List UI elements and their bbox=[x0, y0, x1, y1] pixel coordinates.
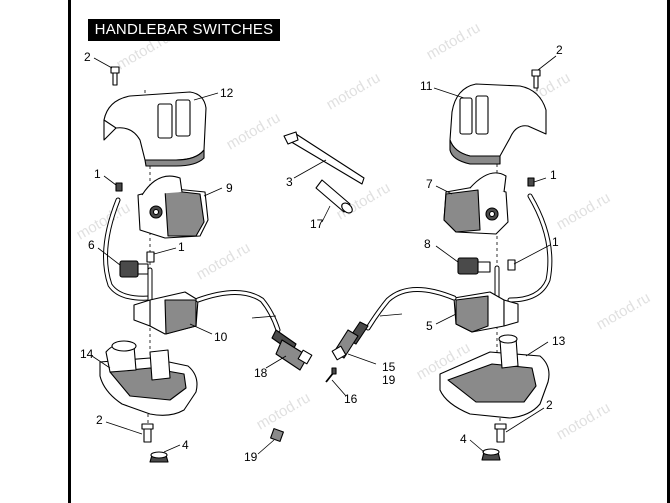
left-switch-assembly bbox=[99, 66, 313, 463]
callout-2-top-left: 2 bbox=[84, 50, 91, 64]
callout-1-left-upper: 1 bbox=[94, 167, 101, 181]
sleeve-17 bbox=[315, 179, 353, 214]
callout-19-right: 19 bbox=[382, 373, 396, 387]
connector-6 bbox=[119, 260, 149, 278]
leader-lines bbox=[91, 55, 557, 455]
svg-text:motod.ru: motod.ru bbox=[424, 19, 484, 63]
screw-top-right bbox=[531, 69, 541, 89]
diagram-title: HANDLEBAR SWITCHES bbox=[88, 19, 280, 41]
screw-1-right-upper bbox=[527, 177, 535, 187]
callout-10: 10 bbox=[214, 330, 228, 344]
callout-3: 3 bbox=[286, 175, 293, 189]
connector-18 bbox=[271, 329, 313, 371]
callout-18: 18 bbox=[254, 366, 268, 380]
screw-bottom-right bbox=[494, 423, 507, 443]
callout-1-right-mid: 1 bbox=[552, 235, 559, 249]
switch-module-5 bbox=[453, 291, 519, 333]
callout-19-bottom: 19 bbox=[244, 450, 258, 464]
lower-switch-housing-14 bbox=[99, 340, 198, 416]
callout-1-right-upper: 1 bbox=[550, 168, 557, 182]
svg-text:motod.ru: motod.ru bbox=[554, 399, 614, 443]
lower-switch-housing-13 bbox=[439, 334, 550, 419]
callout-8: 8 bbox=[424, 237, 431, 251]
connector-8 bbox=[457, 257, 491, 275]
callout-6: 6 bbox=[88, 238, 95, 252]
screw-top-left bbox=[110, 66, 120, 86]
callout-labels: 2 12 1 9 1 6 10 14 2 4 3 17 18 16 19 15 … bbox=[80, 43, 566, 464]
callout-14: 14 bbox=[80, 347, 94, 361]
svg-text:motod.ru: motod.ru bbox=[324, 69, 384, 113]
diagram-frame bbox=[68, 0, 670, 503]
callout-2-bottom-left: 2 bbox=[96, 413, 103, 427]
switch-module-10 bbox=[133, 291, 199, 335]
callout-17: 17 bbox=[310, 217, 324, 231]
svg-text:motod.ru: motod.ru bbox=[74, 199, 134, 243]
callout-5: 5 bbox=[426, 319, 433, 333]
switch-module-9 bbox=[137, 175, 209, 239]
nut-4-left bbox=[149, 451, 169, 463]
switch-module-7 bbox=[443, 172, 509, 235]
callout-13: 13 bbox=[552, 334, 566, 348]
connector-15 bbox=[331, 321, 369, 361]
screw-1-right-mid bbox=[507, 259, 516, 271]
screw-bottom-left bbox=[141, 423, 154, 443]
screw-1-left-mid bbox=[146, 251, 155, 263]
terminal-19 bbox=[270, 428, 284, 442]
callout-4-right: 4 bbox=[460, 432, 467, 446]
callout-2-top-right: 2 bbox=[556, 43, 563, 57]
nut-4-right bbox=[481, 448, 501, 461]
upper-switch-housing-right bbox=[449, 83, 547, 165]
callout-12: 12 bbox=[220, 86, 234, 100]
callout-1-left-mid: 1 bbox=[178, 240, 185, 254]
callout-2-bottom-right: 2 bbox=[546, 398, 553, 412]
svg-text:motod.ru: motod.ru bbox=[594, 289, 654, 333]
screw-1-left-upper bbox=[115, 182, 123, 192]
svg-text:motod.ru: motod.ru bbox=[254, 389, 314, 433]
cable-strap-3 bbox=[283, 131, 365, 185]
callout-4-left: 4 bbox=[182, 438, 189, 452]
callout-15: 15 bbox=[382, 360, 396, 374]
svg-text:motod.ru: motod.ru bbox=[554, 189, 614, 233]
right-switch-assembly bbox=[331, 69, 553, 461]
upper-switch-housing-left bbox=[103, 91, 207, 167]
callout-11: 11 bbox=[420, 79, 433, 93]
svg-text:motod.ru: motod.ru bbox=[224, 109, 284, 153]
callout-7: 7 bbox=[426, 177, 433, 191]
center-parts bbox=[270, 131, 365, 442]
callout-9: 9 bbox=[226, 181, 233, 195]
callout-16: 16 bbox=[344, 392, 358, 406]
svg-text:motod.ru: motod.ru bbox=[194, 239, 254, 283]
terminal-pin-16 bbox=[325, 367, 337, 383]
